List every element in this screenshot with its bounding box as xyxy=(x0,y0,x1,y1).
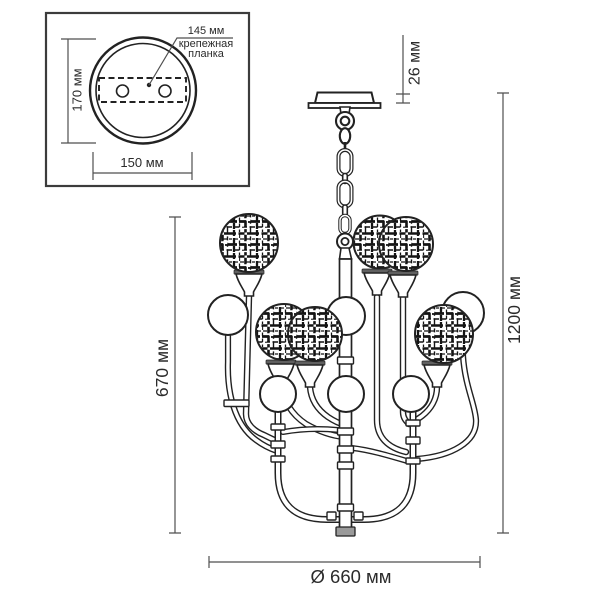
inset-bracket-label-2: планка xyxy=(188,48,225,60)
suspension-chain xyxy=(334,106,356,251)
shade-textured xyxy=(378,216,434,272)
inset-dimension-150: 150 мм xyxy=(92,152,193,180)
glass-sphere xyxy=(207,294,249,336)
mounting-hole-left xyxy=(115,84,130,98)
mounting-plate-outline xyxy=(98,77,187,103)
dimension-canopy-26: 26 мм xyxy=(396,35,424,104)
shade-textured xyxy=(414,304,474,364)
textured-shades xyxy=(219,213,474,364)
shackle xyxy=(338,127,352,145)
mounting-hole-right xyxy=(158,84,172,98)
chain-link xyxy=(338,213,352,236)
dim-overall-label: 1200 мм xyxy=(504,276,524,344)
inset-bracket-label-1: крепежная xyxy=(179,38,234,50)
dim-body-label: 670 мм xyxy=(152,339,172,397)
lower-u-frame xyxy=(270,410,421,520)
chain-link xyxy=(336,179,354,209)
dim-diameter-label: Ø 660 мм xyxy=(311,566,392,587)
ceiling-canopy xyxy=(307,91,382,109)
mounting-inset: 145 мм крепежная планка 170 мм 150 мм xyxy=(44,11,251,188)
shade-textured xyxy=(219,213,279,273)
stem-bridge-sleeve xyxy=(223,399,250,408)
column-end-cap xyxy=(335,526,356,537)
glass-sphere xyxy=(327,375,365,413)
dimension-body-height-670: 670 мм xyxy=(152,216,181,534)
dim-canopy-label: 26 мм xyxy=(407,41,424,85)
svg-text:150 мм: 150 мм xyxy=(120,155,163,170)
leader-line xyxy=(148,37,233,86)
inset-dimension-170: 170 мм xyxy=(61,38,96,144)
svg-text:170 мм: 170 мм xyxy=(70,68,85,111)
tulip-holder xyxy=(387,270,419,298)
tulip-holder xyxy=(361,268,393,296)
lower-glass-spheres xyxy=(259,375,430,413)
tulip-holder xyxy=(294,360,326,388)
tulip-holder xyxy=(233,269,265,297)
glass-sphere xyxy=(259,375,297,413)
dimension-diameter-660: Ø 660 мм xyxy=(208,556,481,587)
canopy-inner-circle xyxy=(95,42,191,139)
dimension-overall-height-1200: 1200 мм xyxy=(497,92,524,534)
glass-sphere xyxy=(392,375,430,413)
inset-bracket-dim: 145 мм xyxy=(188,25,225,37)
chandelier-arms xyxy=(223,297,476,461)
shade-textured xyxy=(287,306,343,362)
canopy-outer-circle xyxy=(88,36,198,145)
chain-link xyxy=(336,148,354,177)
inset-border xyxy=(44,11,251,188)
